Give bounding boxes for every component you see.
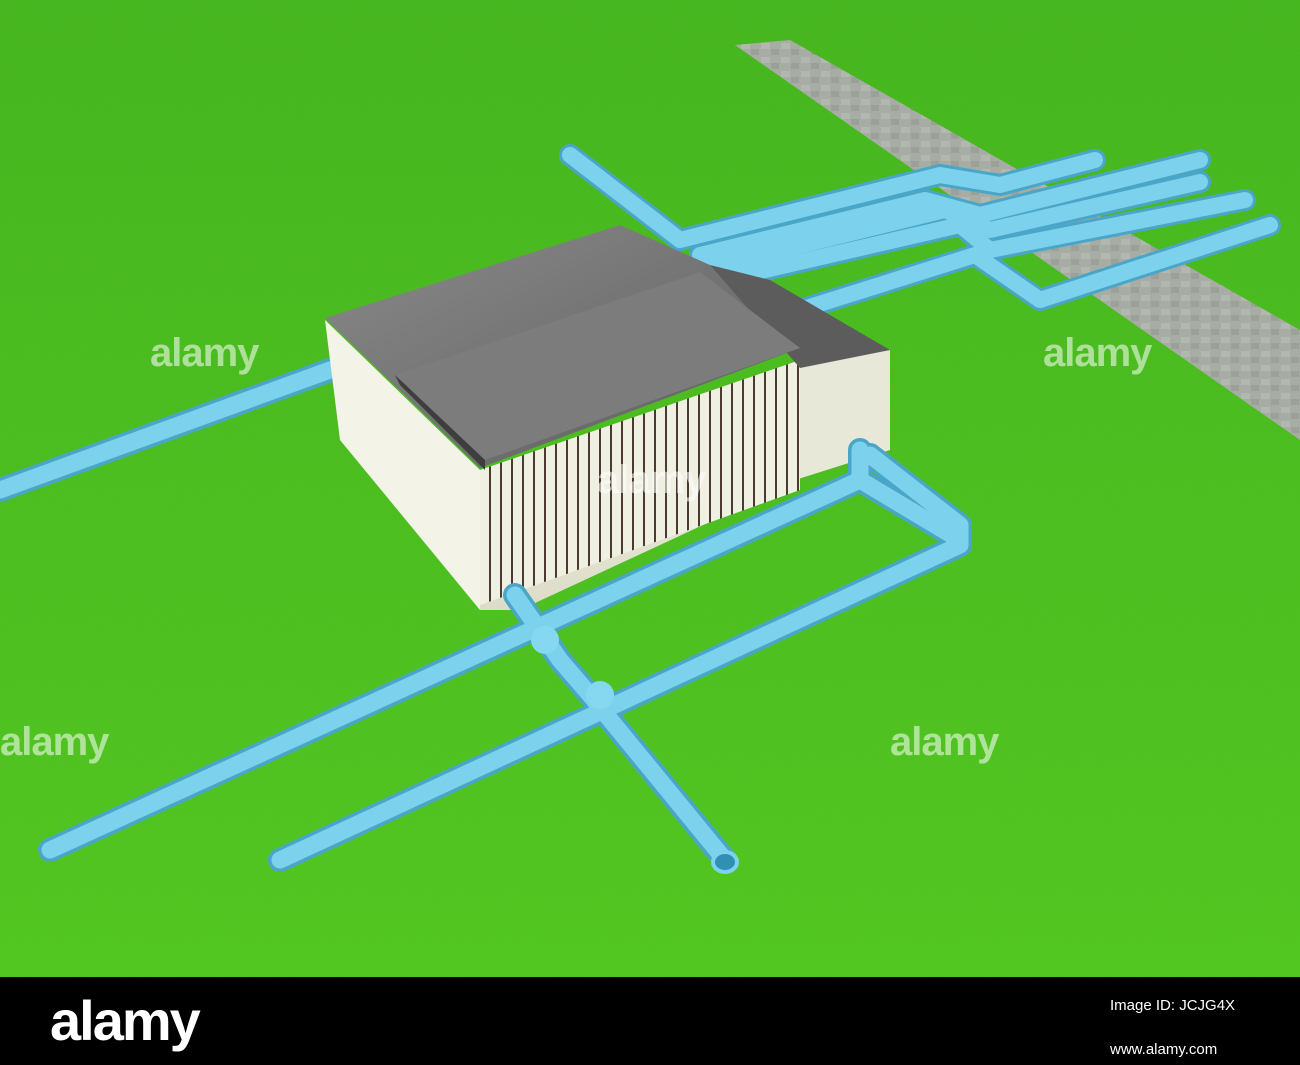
building-roof-right — [710, 265, 890, 368]
building-roof-slab — [395, 272, 800, 460]
image-id-label: Image ID: JCJG4X — [1110, 997, 1236, 1014]
rendered-scene: alamy alamy alamy alamy alamy — [0, 0, 1300, 977]
pipe-network-front — [38, 438, 972, 874]
pipe-network-back — [559, 144, 1281, 321]
building-slab-edge — [395, 375, 485, 470]
building — [325, 225, 890, 610]
building-wall-left — [325, 320, 480, 610]
scene-canvas — [0, 0, 1300, 977]
pipe-joint-1 — [531, 626, 559, 654]
building-vent-facade — [480, 360, 800, 605]
pipe-open-end — [711, 850, 739, 874]
stock-footer-bar: alamy Image ID: JCJG4X www.alamy.com — [0, 977, 1300, 1065]
alamy-logo: alamy — [50, 989, 201, 1052]
pipe-joint-2 — [586, 681, 614, 709]
site-url: www.alamy.com — [1110, 1041, 1218, 1058]
pipe-left-inlet — [0, 358, 342, 502]
